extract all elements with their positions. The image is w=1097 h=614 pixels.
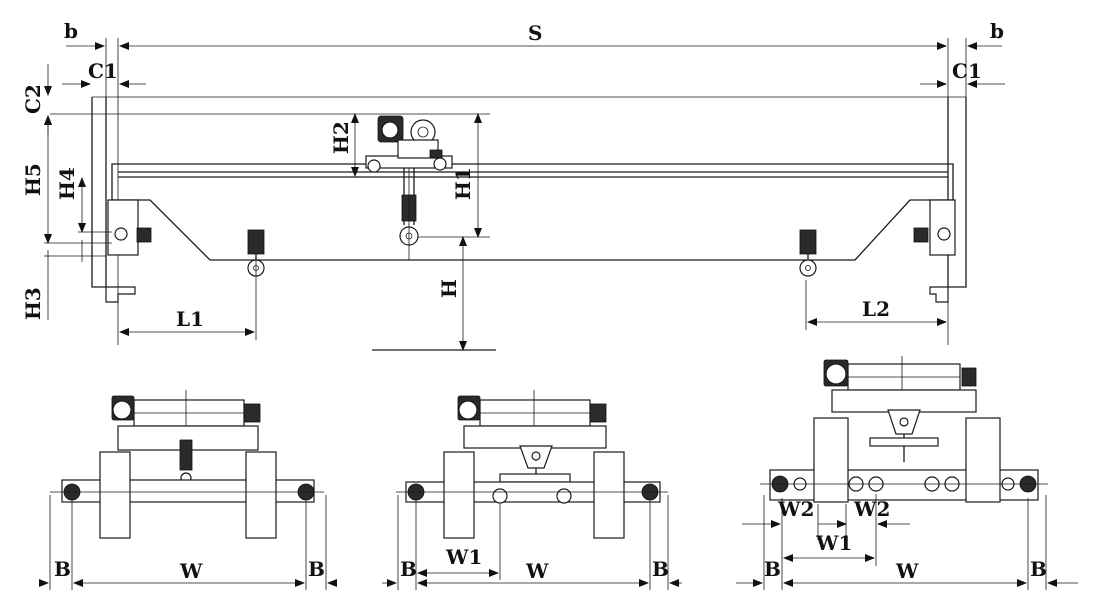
v2-left-girder <box>443 451 475 539</box>
v1-left-girder <box>99 451 131 539</box>
front-labels: b S b C1 C1 C2 H2 H5 H4 H1 H3 H L1 L2 <box>21 19 1004 331</box>
label-b-right: b <box>990 19 1004 43</box>
left-column-outline <box>91 97 107 288</box>
label-h1: H1 <box>451 167 475 200</box>
v2-label-w: W <box>525 559 549 583</box>
v2-label-b-right: B <box>652 557 669 581</box>
label-c1-right: C1 <box>952 59 982 83</box>
right-wheel <box>937 227 951 241</box>
v1-label-w: W <box>179 559 203 583</box>
right-column-outline <box>947 97 967 288</box>
side-view-2: B W1 W B <box>382 390 682 590</box>
label-h5: H5 <box>21 163 45 196</box>
v3-label-b-right: B <box>1030 557 1047 581</box>
right-drive-motor <box>913 227 929 243</box>
v1-label-b-right: B <box>308 557 325 581</box>
left-rail <box>105 286 136 303</box>
label-h2: H2 <box>329 121 353 154</box>
label-h4: H4 <box>55 167 79 200</box>
v3-left-girder <box>813 417 849 503</box>
front-dimensions <box>44 38 1005 351</box>
v1-right-girder <box>245 451 277 539</box>
label-b-left: b <box>64 19 78 43</box>
v3-label-b-left: B <box>764 557 781 581</box>
front-elevation <box>50 38 967 351</box>
v2-right-girder <box>593 451 625 539</box>
label-s: S <box>528 21 542 45</box>
side-view-3: W2 W2 W1 B W B <box>736 356 1078 590</box>
v1-label-b-left: B <box>54 557 71 581</box>
v3-label-w1: W1 <box>815 531 852 555</box>
v2-label-w1: W1 <box>445 545 482 569</box>
label-l1: L1 <box>176 307 204 331</box>
label-h3: H3 <box>21 287 45 320</box>
left-end-carriage <box>107 199 139 256</box>
right-aux-hook <box>799 229 817 277</box>
v3-label-w2-right: W2 <box>853 497 890 521</box>
v3-label-w2-left: W2 <box>777 497 814 521</box>
v2-label-b-left: B <box>400 557 417 581</box>
right-rail <box>929 286 949 303</box>
right-end-carriage <box>929 199 956 256</box>
side-view-1: B W B <box>39 390 337 590</box>
label-l2: L2 <box>862 297 890 321</box>
label-h: H <box>437 279 461 298</box>
label-c1-left: C1 <box>88 59 118 83</box>
label-c2: C2 <box>21 84 45 114</box>
left-drive-motor <box>136 227 152 243</box>
v3-label-w: W <box>895 559 919 583</box>
v3-right-girder <box>965 417 1001 503</box>
main-girder <box>111 163 954 261</box>
left-wheel <box>114 227 128 241</box>
